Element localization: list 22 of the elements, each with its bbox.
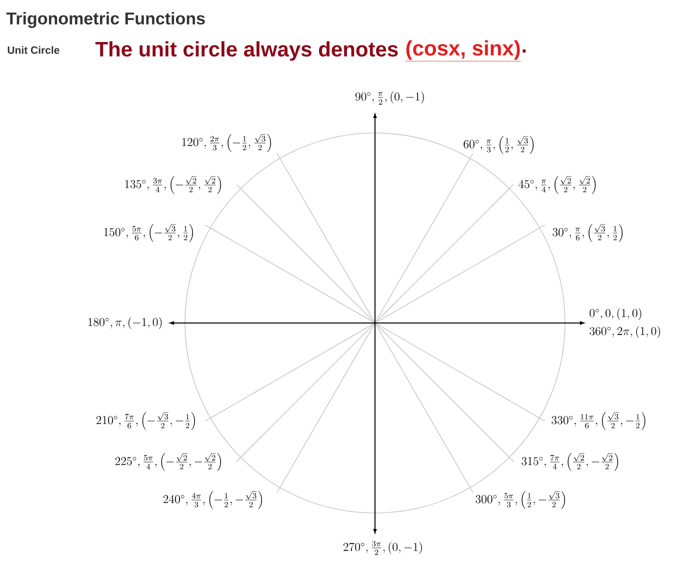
angle-label: $270^\circ, \frac{3\pi}{2}, (0, -1)$ xyxy=(343,540,422,555)
heading-text: The unit circle always denotes xyxy=(95,41,398,61)
heading-text: . xyxy=(522,49,526,53)
angle-label: $150^\circ, \frac{5\pi}{6}, \left(-\frac{\sqrt{3}}{2}, \frac{1}{2}\right)$ xyxy=(104,224,193,242)
angle-label: $330^\circ, \frac{11\pi}{6}, \left(\frac{\sqrt{3}}{2}, -\frac{1}{2}\right)$ xyxy=(552,412,646,430)
angle-label: $300^\circ, \frac{5\pi}{3}, \left(\frac{1}{2}, -\frac{\sqrt{3}}{2}\right)$ xyxy=(476,491,566,510)
angle-label: $225^\circ, \frac{5\pi}{4}, \left(-\frac{\sqrt{2}}{2}, -\frac{\sqrt{2}}{2}\right)$ xyxy=(115,453,221,472)
angle-label: $180^\circ, \pi, (-1, 0)$ xyxy=(88,317,162,329)
angle-label: $210^\circ, \frac{7\pi}{6}, \left(-\frac{\sqrt{3}}{2}, -\frac{1}{2}\right)$ xyxy=(96,412,195,430)
angle-label: $0^\circ, 0, (1, 0)$ xyxy=(590,308,642,320)
angle-label: $120^\circ, \frac{2\pi}{3}, \left(-\frac{1}{2}, \frac{\sqrt{3}}{2}\right)$ xyxy=(182,134,271,152)
angle-label: $240^\circ, \frac{4\pi}{3}, \left(-\frac{1}{2}, -\frac{\sqrt{3}}{2}\right)$ xyxy=(163,491,262,510)
angle-label: $360^\circ, 2\pi, (1, 0)$ xyxy=(590,326,660,338)
link: (cosx, sinx) xyxy=(405,40,522,62)
title: Trigonometric Functions xyxy=(6,12,205,28)
angle-label: $30^\circ, \frac{\pi}{6}, \left(\frac{\sqrt{3}}{2}, \frac{1}{2}\right)$ xyxy=(552,224,623,242)
angle-label: $315^\circ, \frac{7\pi}{4}, \left(\frac{\sqrt{2}}{2}, -\frac{\sqrt{2}}{2}\right)$ xyxy=(522,453,618,472)
angle-label: $90^\circ, \frac{\pi}{2}, (0, -1)$ xyxy=(355,91,424,105)
angle-label: $45^\circ, \frac{\pi}{4}, \left(\frac{\sqrt{2}}{2}, \frac{\sqrt{2}}{2}\right)$ xyxy=(518,176,596,194)
angle-label: $60^\circ, \frac{\pi}{3}, \left(\frac{1}{2}, \frac{\sqrt{3}}{2}\right)$ xyxy=(464,136,534,154)
angle-label: $135^\circ, \frac{3\pi}{4}, \left(-\frac{\sqrt{2}}{2}, \frac{\sqrt{2}}{2}\right)$ xyxy=(125,176,221,194)
subtitle: Unit Circle xyxy=(8,46,60,54)
